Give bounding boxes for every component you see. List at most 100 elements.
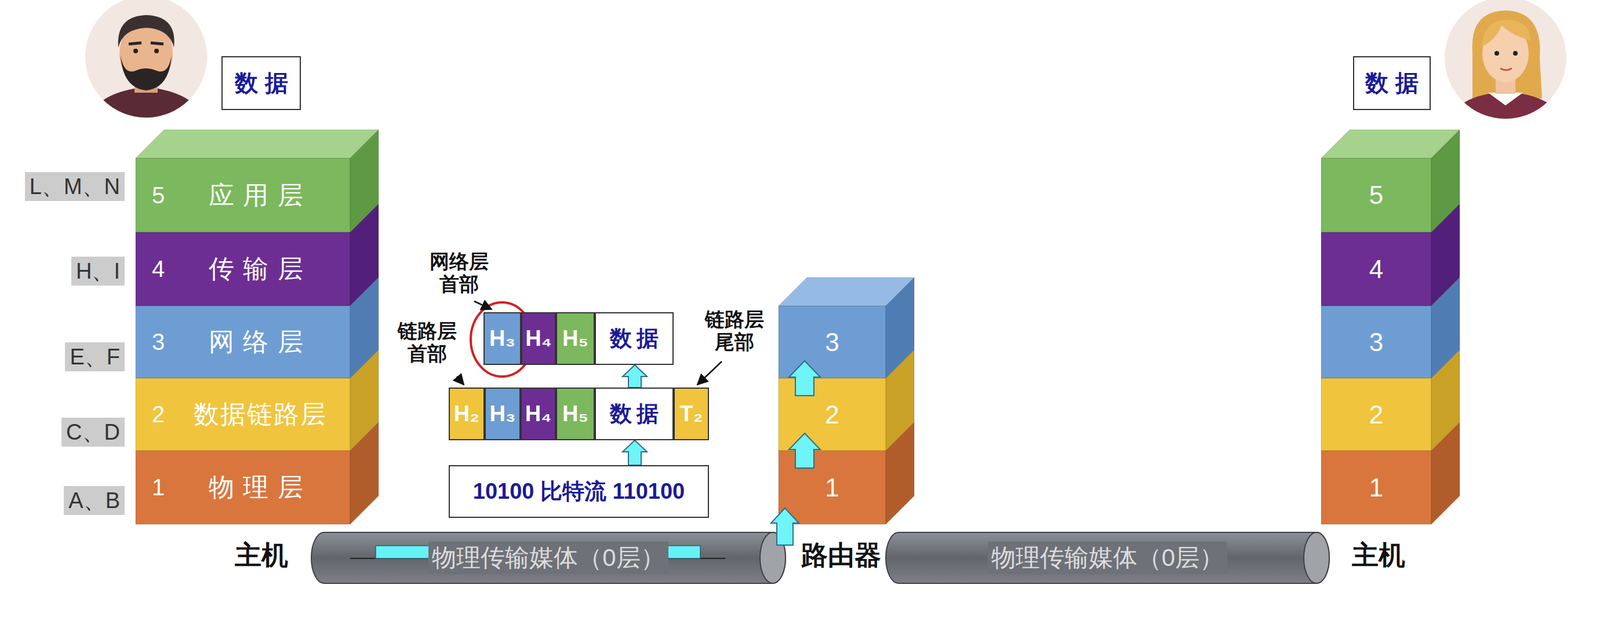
header-segment: H₅ bbox=[555, 387, 595, 441]
leader-line bbox=[474, 301, 492, 310]
layer-face bbox=[1321, 232, 1432, 307]
leader-lines bbox=[456, 301, 722, 385]
hair bbox=[118, 15, 175, 48]
collar bbox=[1488, 92, 1523, 106]
node-text: 物理传输媒体（0层） bbox=[987, 542, 1228, 575]
layer-face bbox=[135, 306, 351, 379]
layer-box: 5应用层 bbox=[135, 158, 351, 233]
data-box: 数据 bbox=[221, 56, 301, 111]
node-text: 2 bbox=[1369, 400, 1384, 430]
leader-line bbox=[697, 361, 722, 385]
layer-box: 4 bbox=[1321, 232, 1432, 307]
node-text: 数据 bbox=[234, 67, 296, 100]
layer-protocol-tag: H、I bbox=[71, 256, 125, 286]
header-segment: H₄ bbox=[520, 387, 556, 441]
flow-arrow bbox=[788, 433, 821, 469]
node-text: 应用层 bbox=[179, 178, 341, 213]
layer-face bbox=[1321, 451, 1432, 525]
node-text: 5 bbox=[1369, 180, 1384, 210]
layer-face bbox=[135, 378, 351, 452]
node-text: 网络层 bbox=[179, 325, 341, 360]
layer-box: 5 bbox=[1321, 158, 1432, 233]
data-box: 数据 bbox=[1353, 56, 1431, 111]
data-segment: 数据 bbox=[594, 387, 674, 441]
node-text: 3 bbox=[824, 328, 839, 358]
mouth bbox=[1500, 68, 1512, 71]
layer-face bbox=[135, 451, 351, 525]
hair-back bbox=[1472, 10, 1543, 99]
pipe-body bbox=[885, 532, 1330, 584]
top-face bbox=[135, 129, 379, 159]
layer-number: 5 bbox=[151, 182, 180, 209]
transmission-medium: 物理传输媒体（0层） bbox=[885, 532, 1330, 584]
pipe-body bbox=[311, 532, 786, 584]
woman-avatar bbox=[1444, 0, 1567, 128]
layer-number: 2 bbox=[151, 401, 180, 428]
layer-face bbox=[1321, 158, 1432, 233]
avatar-bg bbox=[1444, 0, 1567, 119]
shirt bbox=[1446, 91, 1565, 128]
flow-arrow bbox=[622, 440, 647, 466]
hair-front bbox=[1481, 19, 1531, 47]
node-text: 数据 bbox=[1365, 67, 1426, 100]
node-text: 传输层 bbox=[179, 252, 341, 287]
eye bbox=[1494, 51, 1500, 56]
beard bbox=[120, 55, 172, 91]
node-text: 1 bbox=[1369, 473, 1384, 503]
side-face bbox=[350, 422, 379, 525]
header-segment: H₃ bbox=[483, 312, 522, 366]
header-segment: H₄ bbox=[521, 312, 556, 366]
flow-arrow bbox=[622, 365, 647, 388]
transmission-pipes bbox=[311, 532, 1330, 584]
man-avatar bbox=[85, 0, 207, 125]
layer-face bbox=[778, 306, 886, 379]
transmission-medium: 物理传输媒体（0层） bbox=[311, 532, 786, 584]
layer-box: 1物理层 bbox=[135, 451, 351, 525]
node-text: T₂ bbox=[679, 401, 703, 427]
layer-box: 2 bbox=[1321, 378, 1432, 452]
eye bbox=[1513, 51, 1518, 56]
layer-face bbox=[1321, 306, 1432, 379]
flow-arrow bbox=[788, 361, 821, 396]
node-text: H₃ bbox=[489, 401, 516, 427]
layer-face bbox=[778, 378, 886, 452]
layer-face bbox=[135, 158, 351, 233]
brow bbox=[128, 42, 164, 45]
node-text: 4 bbox=[1369, 255, 1384, 285]
bitstream-box: 10100 比特流 110100 bbox=[448, 465, 709, 519]
node-text: 1 bbox=[824, 473, 839, 503]
node-text: 3 bbox=[1369, 328, 1384, 358]
node-text: 10100 比特流 110100 bbox=[473, 477, 686, 507]
layer-protocol-tag: E、F bbox=[64, 342, 125, 372]
leader-line bbox=[456, 376, 464, 385]
node-text: 数据 bbox=[609, 399, 663, 429]
node-text: H₄ bbox=[525, 326, 552, 352]
node-text: 2 bbox=[824, 400, 839, 430]
router-layer: 1 bbox=[778, 451, 886, 525]
header-segment: H₂ bbox=[448, 387, 485, 441]
node-text: 数据 bbox=[609, 324, 663, 354]
layer-face bbox=[778, 451, 886, 525]
layer-number: 3 bbox=[151, 329, 180, 356]
layer-fills bbox=[135, 158, 1432, 525]
router-faces bbox=[778, 277, 915, 525]
node-text: H₅ bbox=[562, 326, 589, 352]
layer-protocol-tag: C、D bbox=[61, 417, 125, 447]
layer-box: 2数据链路层 bbox=[135, 378, 351, 452]
node-text: H₄ bbox=[525, 401, 552, 427]
layer-face bbox=[135, 232, 351, 307]
side-face bbox=[1431, 422, 1460, 525]
layer-protocol-tag: L、M、N bbox=[24, 172, 125, 202]
layer-protocol-tag: A、B bbox=[63, 486, 125, 516]
side-face bbox=[885, 422, 915, 525]
device-label: 主机 bbox=[1351, 537, 1406, 574]
layer-box: 4传输层 bbox=[135, 232, 351, 307]
callout-label: 链路层 首部 bbox=[389, 320, 465, 366]
trailer-segment: T₂ bbox=[673, 387, 709, 441]
layer-box: 3网络层 bbox=[135, 306, 351, 379]
layer-box: 1 bbox=[1321, 451, 1432, 525]
header-segment: H₃ bbox=[484, 387, 521, 441]
callout-label: 网络层 首部 bbox=[421, 250, 497, 296]
node-text: H₂ bbox=[453, 401, 480, 427]
flow-arrow bbox=[771, 508, 799, 546]
